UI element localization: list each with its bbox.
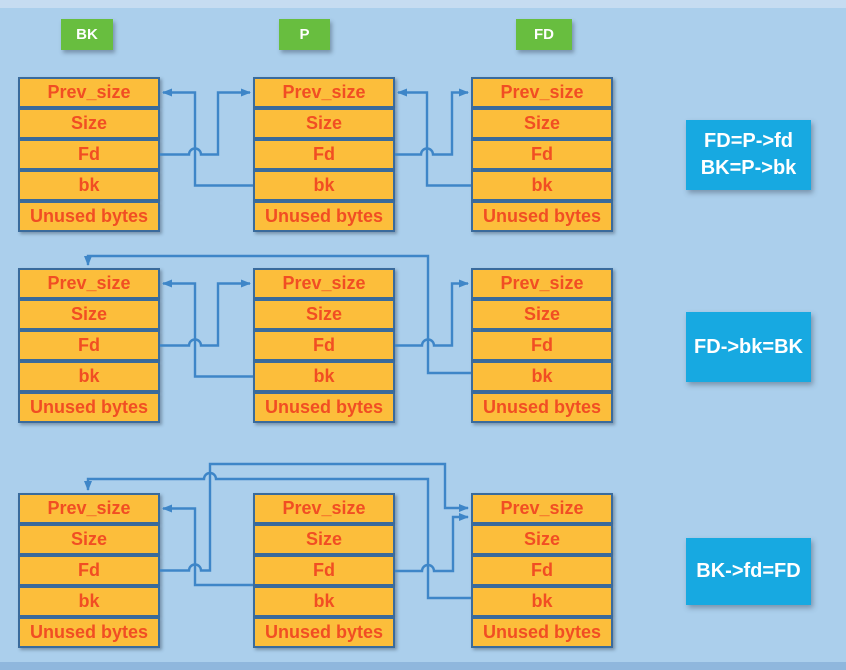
field-unused-bytes: Unused bytes	[471, 392, 613, 423]
background-bottom-strip	[0, 662, 846, 670]
field-size: Size	[471, 299, 613, 330]
field-prev-size: Prev_size	[471, 268, 613, 299]
field-unused-bytes: Unused bytes	[253, 617, 395, 648]
field-unused-bytes: Unused bytes	[18, 201, 160, 232]
annotation-line: FD=P->fd	[704, 130, 793, 152]
field-fd: Fd	[18, 139, 160, 170]
field-bk: bk	[18, 361, 160, 392]
arrow-row3-p-bk-points-to-bk	[162, 504, 253, 587]
field-size: Size	[253, 108, 395, 139]
field-unused-bytes: Unused bytes	[18, 617, 160, 648]
field-fd: Fd	[471, 555, 613, 586]
arrow-row2-p-fd-points-to-fd	[395, 279, 469, 347]
column-tag-p: P	[279, 19, 330, 50]
field-unused-bytes: Unused bytes	[253, 392, 395, 423]
annotation-fd-bk-assignment: FD=P->fd BK=P->bk	[686, 120, 811, 190]
field-size: Size	[471, 108, 613, 139]
arrow-row2-p-bk-points-to-bk	[162, 279, 253, 378]
field-size: Size	[18, 524, 160, 555]
field-prev-size: Prev_size	[18, 268, 160, 299]
annotation-line: BK=P->bk	[700, 157, 797, 179]
arrow-row2-bk-fd-points-to-p	[160, 279, 251, 347]
field-fd: Fd	[18, 555, 160, 586]
annotation-line: BK->fd=FD	[696, 560, 801, 582]
field-prev-size: Prev_size	[253, 77, 395, 108]
field-fd: Fd	[253, 555, 395, 586]
arrow-row1-fd-bk-points-to-p	[397, 88, 471, 187]
field-bk: bk	[18, 170, 160, 201]
field-unused-bytes: Unused bytes	[471, 617, 613, 648]
field-size: Size	[253, 299, 395, 330]
annotation-fd-bk-equals-bk: FD->bk=BK	[686, 312, 811, 382]
annotation-bk-fd-equals-fd: BK->fd=FD	[686, 538, 811, 605]
field-fd: Fd	[18, 330, 160, 361]
field-fd: Fd	[253, 139, 395, 170]
arrow-row1-bk-fd-points-to-p	[160, 88, 251, 156]
field-unused-bytes: Unused bytes	[18, 392, 160, 423]
field-size: Size	[253, 524, 395, 555]
field-size: Size	[18, 299, 160, 330]
field-bk: bk	[471, 361, 613, 392]
field-prev-size: Prev_size	[471, 493, 613, 524]
field-unused-bytes: Unused bytes	[471, 201, 613, 232]
field-size: Size	[471, 524, 613, 555]
field-fd: Fd	[253, 330, 395, 361]
field-prev-size: Prev_size	[18, 493, 160, 524]
field-bk: bk	[253, 586, 395, 617]
field-prev-size: Prev_size	[253, 268, 395, 299]
field-bk: bk	[253, 170, 395, 201]
arrow-row1-p-fd-points-to-fd	[395, 88, 469, 156]
field-fd: Fd	[471, 330, 613, 361]
arrow-row3-p-fd-points-to-fd	[395, 513, 469, 573]
arrow-row1-p-bk-points-to-bk	[162, 88, 253, 187]
field-unused-bytes: Unused bytes	[253, 201, 395, 232]
field-bk: bk	[253, 361, 395, 392]
field-bk: bk	[471, 170, 613, 201]
field-fd: Fd	[471, 139, 613, 170]
field-size: Size	[18, 108, 160, 139]
field-bk: bk	[471, 586, 613, 617]
background-top-strip	[0, 0, 846, 8]
field-prev-size: Prev_size	[18, 77, 160, 108]
field-bk: bk	[18, 586, 160, 617]
field-prev-size: Prev_size	[471, 77, 613, 108]
column-tag-bk: BK	[61, 19, 113, 50]
column-tag-fd: FD	[516, 19, 572, 50]
annotation-line: FD->bk=BK	[694, 335, 803, 358]
field-prev-size: Prev_size	[253, 493, 395, 524]
